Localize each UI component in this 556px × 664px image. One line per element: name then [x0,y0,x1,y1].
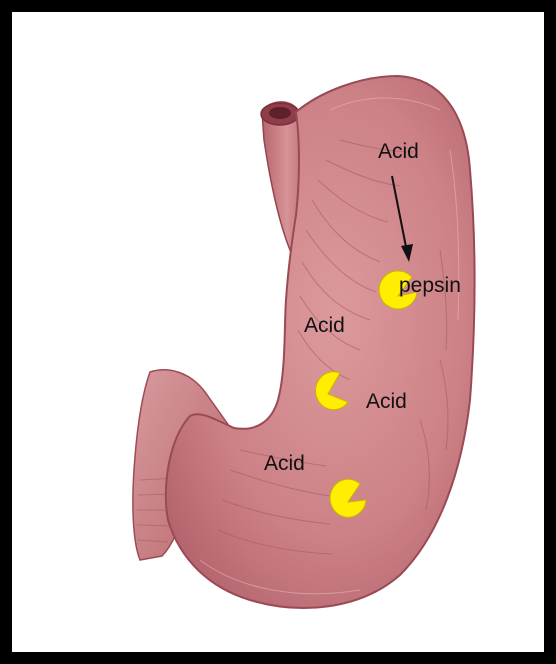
label-acid-top: Acid [378,140,419,163]
stomach-body [166,76,475,608]
esophagus-lumen [269,107,291,119]
label-pepsin: pepsin [399,274,461,297]
label-acid-middle-left: Acid [304,314,345,337]
label-acid-bottom: Acid [264,452,305,475]
label-acid-middle-right: Acid [366,390,407,413]
